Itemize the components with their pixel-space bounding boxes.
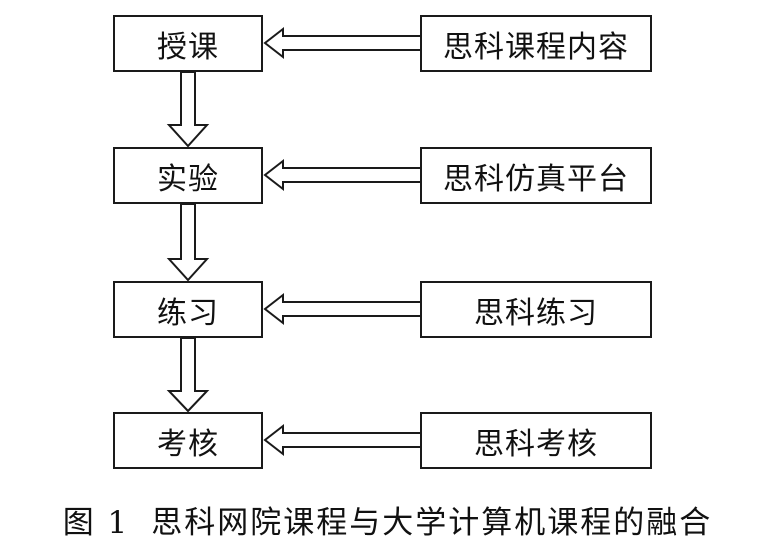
down-arrow-1 xyxy=(166,71,210,148)
figure-title: 思科网院课程与大学计算机课程的融合 xyxy=(151,505,713,541)
step-box-experiment: 实验 xyxy=(113,147,263,204)
resource-box-exercises: 思科练习 xyxy=(420,281,652,338)
left-arrow-4 xyxy=(263,423,420,457)
figure-caption: 图 1 思科网院课程与大学计算机课程的融合 xyxy=(0,497,775,542)
resource-label: 思科课程内容 xyxy=(443,29,629,65)
step-label: 练习 xyxy=(157,295,219,331)
left-arrow-3 xyxy=(263,292,420,326)
step-label: 实验 xyxy=(157,161,219,197)
step-label: 授课 xyxy=(157,29,219,65)
step-box-assessment: 考核 xyxy=(113,412,263,469)
resource-box-simulation-platform: 思科仿真平台 xyxy=(420,147,652,204)
resource-box-assessment: 思科考核 xyxy=(420,412,652,469)
left-arrow-1 xyxy=(263,26,420,60)
resource-label: 思科练习 xyxy=(474,295,598,331)
step-box-practice: 练习 xyxy=(113,281,263,338)
resource-label: 思科考核 xyxy=(474,426,598,462)
resource-label: 思科仿真平台 xyxy=(443,161,629,197)
left-arrow-2 xyxy=(263,158,420,192)
step-label: 考核 xyxy=(157,426,219,462)
step-box-teaching: 授课 xyxy=(113,15,263,72)
resource-box-course-content: 思科课程内容 xyxy=(420,15,652,72)
figure-number: 图 1 xyxy=(62,505,130,541)
down-arrow-2 xyxy=(166,203,210,282)
down-arrow-3 xyxy=(166,337,210,413)
